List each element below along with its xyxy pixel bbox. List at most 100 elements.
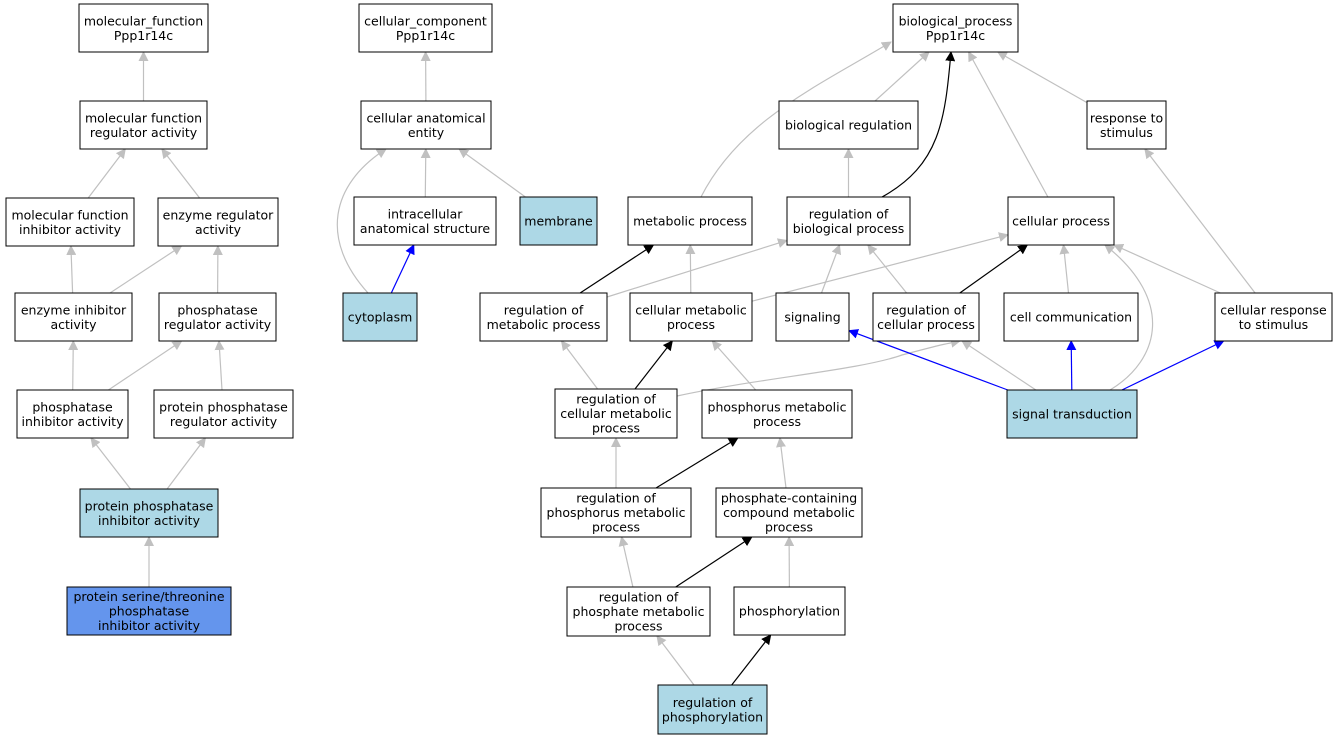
node-cytoplasm[interactable]: cytoplasm (342, 292, 418, 342)
node-metp-label-line-0: metabolic process (633, 214, 747, 229)
edge-cellcomm-to-cellp (1059, 244, 1070, 294)
node-cellp[interactable]: cellular process (1007, 196, 1115, 246)
node-pstpia[interactable]: protein serine/threoninephosphataseinhib… (66, 586, 232, 636)
edge-robp-to-bp (881, 51, 956, 198)
edge-rpmp-to-pccmp (675, 536, 753, 588)
node-phos[interactable]: phosphorylation (733, 586, 846, 636)
node-mfia-box (5, 197, 135, 247)
edge-st-to-cellcomm (1066, 340, 1077, 391)
node-pia-label-line-0: phosphatase (32, 399, 113, 414)
node-phmp-label-line-1: process (753, 414, 801, 429)
node-rphos-box (657, 684, 768, 735)
node-ias-label-line-1: anatomical structure (360, 221, 490, 236)
node-ppra-label-line-1: regulator activity (170, 414, 278, 429)
node-rphmp-label-line-0: regulation of (576, 491, 656, 506)
node-breg[interactable]: biological regulation (778, 100, 919, 150)
node-rpmp-box (566, 586, 711, 637)
edge-rts-to-bp (996, 51, 1088, 104)
node-bp-label-line-0: biological_process (899, 13, 1013, 28)
node-rts-box (1086, 100, 1167, 150)
node-rphmp-label-line-1: phosphorus metabolic (547, 505, 686, 520)
edge-rcp-to-robp (867, 244, 908, 294)
node-ppra-label-line-0: protein phosphatase (159, 399, 288, 414)
node-era-label-line-1: activity (195, 222, 242, 237)
edge-pia-to-pra (108, 340, 183, 391)
node-rphos-label-line-1: phosphorylation (662, 709, 763, 724)
node-crs-label-line-0: cellular response (1220, 302, 1327, 317)
edge-ppia-to-ppra (166, 437, 207, 490)
edge-rphos-to-phos (731, 634, 772, 686)
edge-cmp-to-metp (685, 244, 696, 294)
node-pccmp-box (715, 487, 863, 538)
node-era-box (157, 197, 279, 247)
node-pccmp-label-line-0: phosphate-containing (721, 491, 857, 506)
node-mfra-label-line-0: molecular function (85, 110, 202, 125)
node-signaling-box (775, 292, 850, 342)
node-breg-box (778, 100, 919, 150)
edge-breg-to-bp (874, 51, 930, 102)
node-cc-label-line-1: Ppp1r14c (396, 28, 455, 43)
node-rphmp-box (540, 487, 692, 538)
edge-rcmp-to-rcp (676, 337, 961, 397)
node-eia-box (14, 292, 133, 342)
node-ias-box (353, 196, 497, 246)
node-pstpia-box (66, 586, 232, 636)
node-st-box (1006, 389, 1138, 439)
node-mf-box (78, 3, 209, 53)
node-cellcomm[interactable]: cell communication (1003, 292, 1139, 342)
node-cmp-label-line-1: process (667, 317, 715, 332)
node-cae-label-line-0: cellular anatomical (366, 110, 485, 125)
node-cellp-box (1007, 196, 1115, 246)
edge-cytoplasm-to-cae (336, 148, 387, 294)
node-eia-label-line-0: enzyme inhibitor (21, 302, 127, 317)
node-cc-label-line-0: cellular_component (364, 13, 487, 28)
node-pccmp-label-line-2: process (765, 520, 813, 535)
node-membrane[interactable]: membrane (519, 196, 598, 246)
node-st[interactable]: signal transduction (1006, 389, 1138, 439)
node-pstpia-label-line-2: inhibitor activity (98, 618, 201, 633)
node-signaling[interactable]: signaling (775, 292, 850, 342)
node-robp-box (786, 196, 911, 246)
node-cae-box (360, 100, 492, 150)
node-bp-label-line-1: Ppp1r14c (926, 28, 985, 43)
node-cytoplasm-box (342, 292, 418, 342)
node-metp[interactable]: metabolic process (627, 196, 753, 246)
node-robp-label-line-0: regulation of (809, 206, 889, 221)
node-cc-box (358, 3, 493, 53)
node-mfra-label-line-1: regulator activity (90, 125, 198, 140)
node-rpmp-label-line-1: phosphate metabolic (573, 604, 705, 619)
node-pra-label-line-1: regulator activity (164, 317, 272, 332)
node-mfia-label-line-1: inhibitor activity (19, 222, 122, 237)
node-rpmp-label-line-2: process (614, 619, 662, 634)
node-pra-box (158, 292, 277, 342)
node-crs-label-line-1: to stimulus (1239, 317, 1308, 332)
edge-rpmp-to-rphmp (618, 536, 634, 588)
